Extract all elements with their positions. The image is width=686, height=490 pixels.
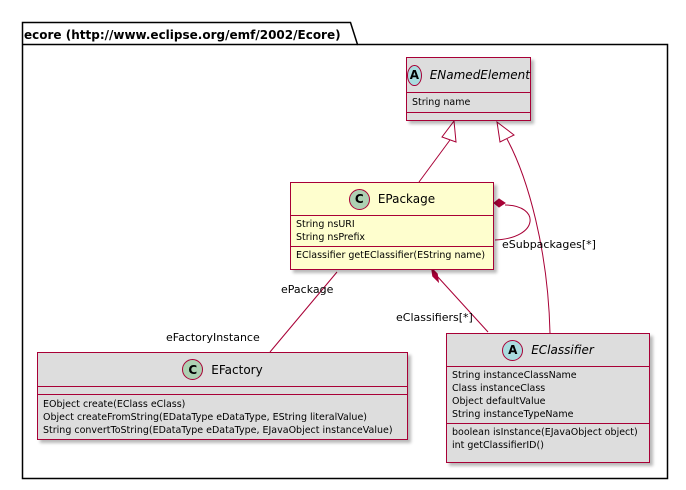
enamed-element-class: A ENamedElement String name (406, 57, 531, 121)
esubpackages-composition-line (494, 204, 531, 241)
eclassifiers-label: eClassifiers[*] (396, 311, 473, 324)
package-name: ecore (http://www.eclipse.org/emf/2002/E… (24, 28, 341, 42)
operation-item: EClassifier getEClassifier(EString name) (296, 250, 486, 261)
attribute-item: String instanceClassName (452, 370, 577, 381)
esubpackages-composition-diamond (493, 198, 506, 208)
operation-item: boolean isInstance(EJavaObject object) (452, 427, 638, 438)
epackage-role-label: ePackage (281, 283, 334, 296)
epackage-attributes: String nsURI String nsPrefix (291, 215, 493, 246)
enamed-element-name: ENamedElement (429, 68, 530, 82)
abstract-class-icon: A (407, 64, 422, 86)
operation-item: EObject create(EClass eClass) (43, 399, 186, 410)
efactory-class: C EFactory EObject create(EClass eClass)… (37, 352, 408, 440)
eclassifier-generalization-line (506, 138, 551, 334)
efactory-header: C EFactory (38, 353, 407, 386)
epackage-operations: EClassifier getEClassifier(EString name) (291, 246, 493, 264)
class-icon: C (348, 188, 370, 210)
eclassifier-class: A EClassifier String instanceClassName C… (446, 333, 650, 463)
enamed-element-operations (407, 112, 530, 119)
attribute-item: String nsURI (296, 219, 355, 230)
epackage-class: C EPackage String nsURI String nsPrefix … (290, 182, 494, 270)
attribute-item: Class instanceClass (452, 383, 546, 394)
operation-item: int getClassifierID() (452, 440, 544, 451)
efactory-instance-label: eFactoryInstance (166, 331, 260, 344)
attribute-item: String nsPrefix (296, 232, 366, 243)
eclassifier-generalization-arrowhead (496, 120, 515, 143)
attribute-item: String name (412, 97, 471, 108)
epackage-header: C EPackage (291, 183, 493, 215)
attribute-item: String instanceTypeName (452, 409, 574, 420)
efactory-name: EFactory (211, 362, 263, 377)
epackage-generalization-line (418, 139, 451, 183)
efactory-attributes (38, 386, 407, 394)
efactory-operations: EObject create(EClass eClass) Object cre… (38, 394, 407, 440)
eclassifiers-composition-line (436, 275, 489, 333)
enamed-element-header: A ENamedElement (407, 58, 530, 92)
eclassifier-name: EClassifier (531, 343, 594, 357)
attribute-item: Object defaultValue (452, 396, 546, 407)
abstract-class-icon: A (502, 339, 524, 361)
operation-item: String convertToString(EDataType eDataTy… (43, 425, 393, 436)
epackage-generalization-arrowhead (441, 119, 457, 143)
eclassifier-attributes: String instanceClassName Class instanceC… (447, 366, 649, 423)
eclassifier-header: A EClassifier (447, 334, 649, 366)
esubpackages-label: eSubpackages[*] (502, 238, 596, 251)
efactory-association-line (269, 271, 338, 353)
epackage-name: EPackage (377, 192, 436, 206)
eclassifier-operations: boolean isInstance(EJavaObject object) i… (447, 423, 649, 454)
class-icon: C (182, 359, 204, 380)
operation-item: Object createFromString(EDataType eDataT… (43, 412, 368, 423)
eclassifiers-composition-diamond (430, 266, 440, 284)
enamed-element-attributes: String name (407, 92, 530, 112)
